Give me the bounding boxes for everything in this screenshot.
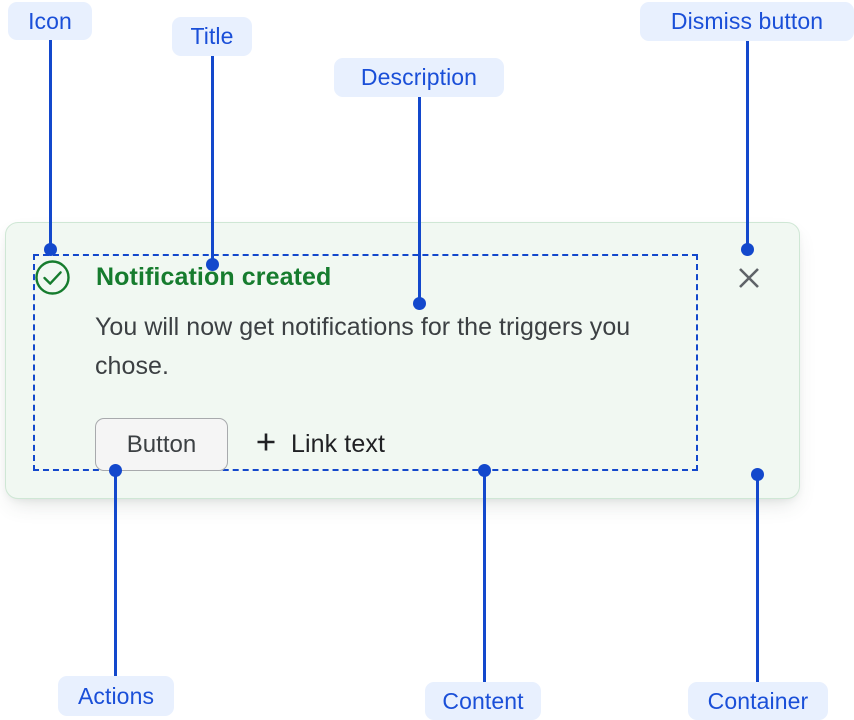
check-circle-icon <box>34 259 71 296</box>
annotation-dot-dismiss <box>741 243 754 256</box>
annotation-dot-icon <box>44 243 57 256</box>
annotation-leader-dismiss <box>746 41 749 248</box>
annotation-leader-container <box>756 474 759 682</box>
annotation-label-container: Container <box>688 682 828 720</box>
annotation-dot-description <box>413 297 426 310</box>
content-region-outline <box>33 254 698 471</box>
action-link-label: Link text <box>291 430 386 458</box>
annotation-leader-icon <box>49 40 52 248</box>
annotation-dot-content <box>478 464 491 477</box>
action-link[interactable]: Link text <box>253 429 385 461</box>
annotation-dot-container <box>751 468 764 481</box>
annotation-label-dismiss: Dismiss button <box>640 2 854 41</box>
annotation-label-actions: Actions <box>58 676 174 716</box>
annotation-label-title: Title <box>172 17 252 56</box>
notification-actions: Button Link text <box>95 418 385 471</box>
annotation-leader-actions <box>114 470 117 676</box>
annotation-leader-description <box>418 97 421 302</box>
notification-description: You will now get notifications for the t… <box>95 313 631 380</box>
action-button[interactable]: Button <box>95 418 228 471</box>
annotation-leader-title <box>211 56 214 262</box>
plus-icon <box>253 429 279 461</box>
annotation-leader-content <box>483 470 486 682</box>
annotation-label-content: Content <box>425 682 541 720</box>
annotation-dot-title <box>206 258 219 271</box>
annotation-label-description: Description <box>334 58 504 97</box>
annotation-label-icon: Icon <box>8 2 92 40</box>
annotation-dot-actions <box>109 464 122 477</box>
close-icon[interactable] <box>733 262 764 293</box>
